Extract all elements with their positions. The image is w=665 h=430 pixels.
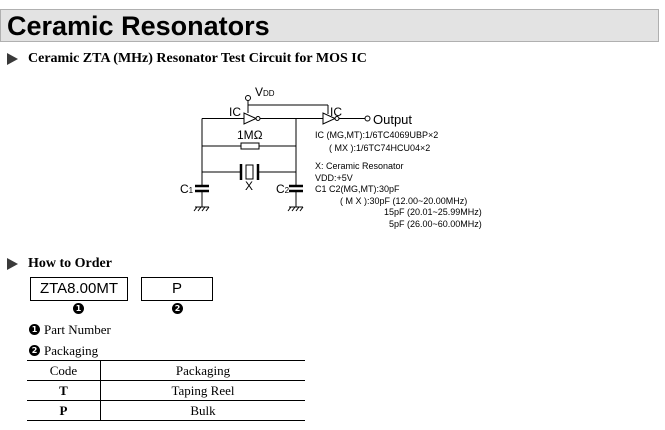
header-code: Code [27, 360, 101, 381]
legend-badge-1-icon: 1 [29, 324, 40, 335]
note-resonator: X: Ceramic Resonator [315, 161, 404, 171]
svg-text:Output: Output [373, 112, 412, 127]
badge-1-icon: 1 [73, 303, 84, 314]
svg-text:1MΩ: 1MΩ [237, 128, 263, 142]
svg-text:IC: IC [330, 105, 342, 119]
packaging-table: Code Packaging T Taping Reel P Bulk [27, 360, 305, 421]
header-packaging: Packaging [100, 360, 305, 381]
cell-code: P [27, 400, 101, 421]
legend-packaging: Packaging [44, 343, 99, 358]
svg-text:VDD: VDD [255, 85, 275, 99]
note-ic-mg-mt: IC (MG,MT):1/6TC4069UBP×2 [315, 130, 438, 140]
test-circuit-heading: Ceramic ZTA (MHz) Resonator Test Circuit… [28, 51, 367, 66]
legend-part-number: Part Number [44, 322, 111, 337]
note-5pf: 5pF (26.00~60.00MHz) [389, 219, 482, 229]
section-arrow-icon [7, 53, 18, 65]
table-row: T Taping Reel [27, 380, 305, 401]
page-title: Ceramic Resonators [7, 11, 270, 41]
svg-text:IC: IC [229, 105, 241, 119]
badge-2-icon: 2 [172, 303, 183, 314]
cell-packaging: Taping Reel [100, 380, 305, 401]
svg-text:C2: C2 [276, 182, 290, 196]
note-c1c2-mg-mt: C1 C2(MG,MT):30pF [315, 184, 400, 194]
note-vdd: VDD:+5V [315, 173, 353, 183]
section-arrow-icon [7, 258, 18, 270]
how-to-order-heading: How to Order [28, 256, 112, 271]
table-header-row: Code Packaging [27, 360, 305, 381]
title-bar: Ceramic Resonators [0, 9, 659, 42]
part-number-box: ZTA8.00MT [30, 277, 128, 301]
cell-packaging: Bulk [100, 400, 305, 421]
note-15pf: 15pF (20.01~25.99MHz) [384, 207, 482, 217]
table-row: P Bulk [27, 400, 305, 421]
svg-text:C1: C1 [180, 182, 194, 196]
note-ic-mx: ( MX ):1/6TC74HCU04×2 [329, 143, 430, 153]
packaging-box: P [141, 277, 213, 301]
svg-text:X: X [245, 179, 253, 193]
note-c1c2-mx: ( M X ):30pF (12.00~20.00MHz) [340, 196, 467, 206]
legend-badge-2-icon: 2 [29, 345, 40, 356]
cell-code: T [27, 380, 101, 401]
